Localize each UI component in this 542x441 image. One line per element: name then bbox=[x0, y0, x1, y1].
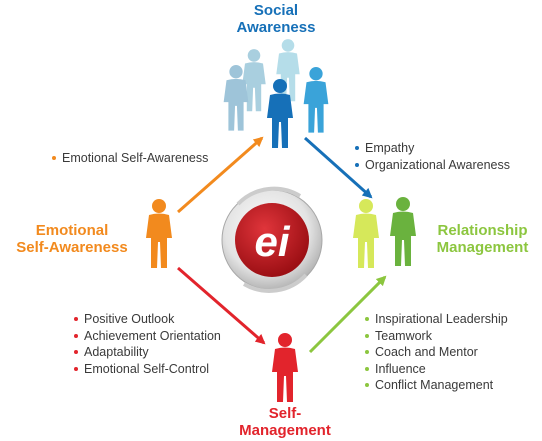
title-social-awareness: Social Awareness bbox=[236, 2, 316, 36]
list-item: Teamwork bbox=[365, 328, 508, 345]
list-item: Influence bbox=[365, 361, 508, 378]
social-awareness-figures bbox=[223, 39, 329, 148]
title-relationship-management: Relationship Management bbox=[436, 222, 529, 256]
list-emotional-self-awareness: Emotional Self-Awareness bbox=[52, 150, 208, 167]
list-item: Inspirational Leadership bbox=[365, 311, 508, 328]
arrow-self-awareness-to-self-management bbox=[177, 266, 266, 345]
arrow-social-to-relationship bbox=[304, 136, 373, 199]
list-item: Emotional Self-Awareness bbox=[52, 150, 208, 167]
self-awareness-figure bbox=[146, 199, 172, 268]
list-item: Achievement Orientation bbox=[74, 328, 221, 345]
arrow-self-management-to-relationship bbox=[308, 275, 387, 354]
list-item: Emotional Self-Control bbox=[74, 361, 221, 378]
list-item: Conflict Management bbox=[365, 377, 508, 394]
ei-center-emblem: ei bbox=[221, 186, 323, 293]
list-self-management: Positive Outlook Achievement Orientation… bbox=[74, 311, 221, 377]
arrow-self-awareness-to-social bbox=[177, 136, 264, 214]
list-item: Organizational Awareness bbox=[355, 157, 510, 174]
list-item: Empathy bbox=[355, 140, 510, 157]
title-self-management: Self- Management bbox=[239, 405, 331, 439]
list-item: Positive Outlook bbox=[74, 311, 221, 328]
ei-label: ei bbox=[254, 218, 290, 265]
list-social-awareness: Empathy Organizational Awareness bbox=[355, 140, 510, 173]
list-item: Adaptability bbox=[74, 344, 221, 361]
self-management-figure bbox=[272, 333, 298, 402]
relationship-figures bbox=[353, 197, 416, 268]
list-relationship-management: Inspirational Leadership Teamwork Coach … bbox=[365, 311, 508, 394]
list-item: Coach and Mentor bbox=[365, 344, 508, 361]
title-emotional-self-awareness: Emotional Self-Awareness bbox=[16, 222, 128, 256]
